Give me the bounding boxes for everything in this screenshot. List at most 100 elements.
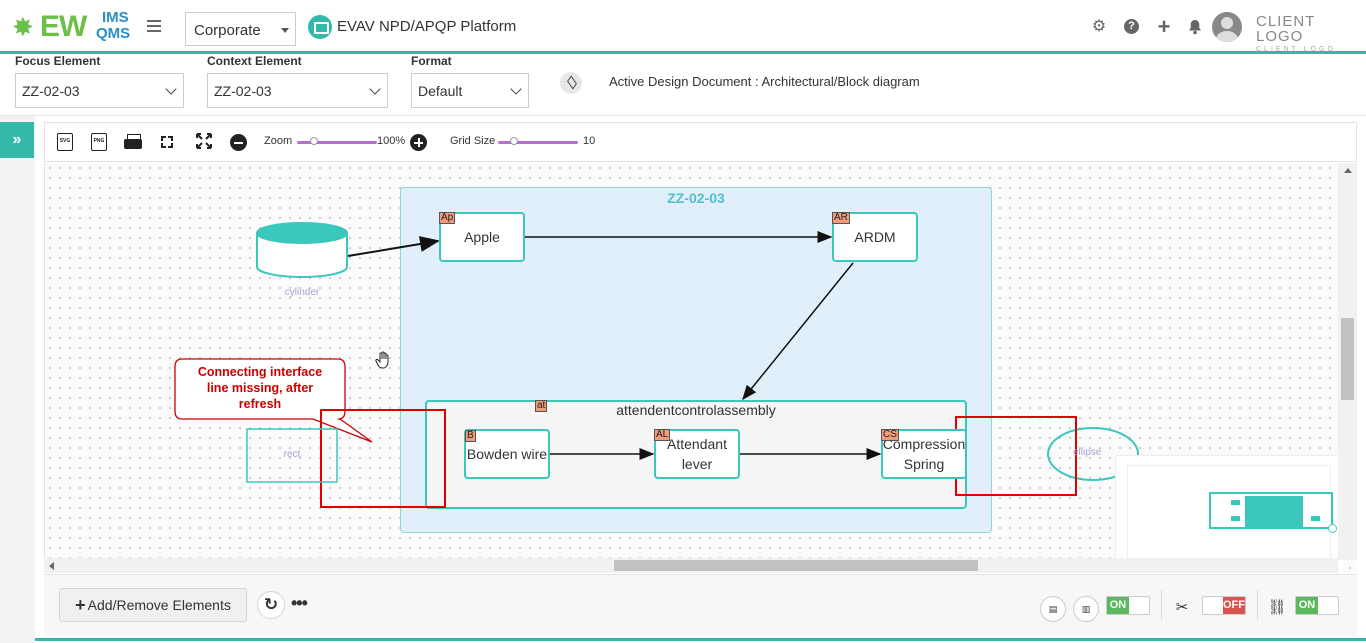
toggle-3-state: ON xyxy=(1296,597,1318,614)
grid-size-slider-handle[interactable] xyxy=(510,137,518,145)
diagram-toolbar: SVG PNG Zoom 100% Grid Size 10 xyxy=(44,122,1357,162)
horizontal-scroll-thumb[interactable] xyxy=(614,560,978,571)
horizontal-scrollbar[interactable] xyxy=(44,558,1338,573)
zoom-value: 100% xyxy=(377,135,406,147)
rect-shape[interactable] xyxy=(246,428,338,483)
minimap-resize-handle[interactable] xyxy=(1328,524,1337,533)
hand-cursor-icon xyxy=(375,351,391,369)
format-select[interactable]: Default xyxy=(411,73,529,108)
ellipse-label: ellipse xyxy=(1073,447,1102,458)
tools-icon[interactable]: ✂ xyxy=(1175,599,1189,616)
zoom-out-icon[interactable] xyxy=(230,134,247,151)
active-design-document: Active Design Document : Architectural/B… xyxy=(609,74,920,89)
scroll-up-icon[interactable] xyxy=(1344,168,1352,173)
logo-flower-icon: ✸ xyxy=(12,12,34,42)
logo-qms: QMS xyxy=(96,25,131,42)
node-spring-label-1: Compression xyxy=(882,436,966,452)
minimap-viewport[interactable] xyxy=(1209,492,1333,529)
vertical-scrollbar[interactable] xyxy=(1338,163,1357,560)
node-lever-badge: AL xyxy=(654,429,671,441)
node-bowden-wire[interactable]: Bowden wire xyxy=(464,429,550,479)
export-svg-text: SVG xyxy=(59,138,71,144)
help-icon[interactable]: ? xyxy=(1124,19,1139,34)
callout-text: Connecting interface line missing, after… xyxy=(176,364,344,412)
document-import-icon[interactable]: ▥ xyxy=(1073,596,1099,622)
minimap-content xyxy=(1245,496,1303,528)
minimap[interactable] xyxy=(1115,455,1343,572)
toggle-switch-2[interactable]: OFF xyxy=(1202,596,1246,615)
fit-frame-icon[interactable] xyxy=(159,134,175,150)
format-label: Format xyxy=(411,54,452,68)
annotation-box-right xyxy=(955,416,1077,496)
minimap-mark xyxy=(1311,516,1320,521)
zoom-label: Zoom xyxy=(264,135,293,147)
client-logo: CLIENT LOGO CLIENT LOGO xyxy=(1256,14,1366,53)
export-png-icon[interactable]: PNG xyxy=(91,133,107,151)
context-element-select[interactable]: ZZ-02-03 xyxy=(207,73,388,108)
expand-panel-button[interactable]: » xyxy=(0,122,34,158)
add-remove-elements-button[interactable]: +Add/Remove Elements xyxy=(59,588,247,622)
client-logo-subtext: CLIENT LOGO xyxy=(1256,46,1336,53)
callout-bubble xyxy=(174,358,373,443)
ellipse-shape[interactable] xyxy=(1047,427,1139,481)
zoom-slider-track[interactable] xyxy=(297,141,377,144)
print-icon[interactable] xyxy=(124,134,142,150)
zoom-in-icon[interactable] xyxy=(410,134,427,151)
scroll-left-icon[interactable] xyxy=(49,562,54,570)
bottom-action-bar: +Add/Remove Elements ↻ ••• ▤ ▥ ON ✂ OFF … xyxy=(44,574,1357,636)
organization-select[interactable]: Corporate xyxy=(185,12,296,46)
grid-size-slider-track[interactable] xyxy=(498,141,578,144)
export-svg-icon[interactable]: SVG xyxy=(57,133,73,151)
node-ardm[interactable]: ARDM xyxy=(832,212,918,262)
app-header: ✸ EW IMS QMS Corporate EVAV NPD/APQP Pla… xyxy=(0,0,1366,54)
toggle-2-state: OFF xyxy=(1223,597,1245,614)
focus-element-select[interactable]: ZZ-02-03 xyxy=(15,73,184,108)
focus-element-label: Focus Element xyxy=(15,54,101,68)
layers-icon[interactable] xyxy=(560,72,582,94)
node-ardm-badge: AR xyxy=(832,212,850,224)
cylinder-label: cylinder xyxy=(284,287,320,298)
filter-bar: Focus Element ZZ-02-03 Context Element Z… xyxy=(0,54,1366,116)
node-spring-badge: CS xyxy=(881,429,899,441)
vertical-scroll-thumb[interactable] xyxy=(1341,318,1354,400)
node-apple[interactable]: Apple xyxy=(439,212,525,262)
zoom-slider-handle[interactable] xyxy=(310,137,318,145)
platform-title: EVAV NPD/APQP Platform xyxy=(337,18,517,35)
divider xyxy=(1161,590,1162,620)
toggle-switch-1[interactable]: ON xyxy=(1106,596,1150,615)
grid-size-value: 10 xyxy=(583,135,596,147)
expand-arrows-icon[interactable] xyxy=(195,132,213,150)
chevron-down-icon xyxy=(369,83,381,95)
minimap-mark xyxy=(1231,500,1240,505)
organization-select-value: Corporate xyxy=(194,22,261,39)
document-export-icon[interactable]: ▤ xyxy=(1040,596,1066,622)
refresh-icon[interactable]: ↻ xyxy=(257,591,285,619)
assembly-badge: at xyxy=(535,400,548,412)
user-avatar[interactable] xyxy=(1212,12,1242,42)
toggle-switch-3[interactable]: ON xyxy=(1295,596,1339,615)
assembly-title: attendentcontrolassembly xyxy=(616,402,776,418)
gear-icon[interactable]: ⚙ xyxy=(1091,18,1107,35)
grid-size-label: Grid Size xyxy=(450,135,496,147)
plus-icon[interactable]: + xyxy=(1157,14,1171,39)
callout-line-2: line missing, after xyxy=(206,381,314,395)
divider xyxy=(1257,590,1258,620)
format-value: Default xyxy=(418,83,463,99)
node-ardm-label: ARDM xyxy=(854,229,896,245)
monitor-icon xyxy=(308,15,332,39)
app-logo[interactable]: ✸ EW IMS QMS xyxy=(10,8,130,46)
hamburger-menu-icon[interactable] xyxy=(147,20,161,32)
left-rail xyxy=(0,116,35,643)
node-apple-label: Apple xyxy=(464,229,500,245)
client-logo-text: CLIENT LOGO xyxy=(1256,13,1316,45)
unlink-icon[interactable]: ⛓ xyxy=(1267,599,1287,616)
cylinder-shape[interactable] xyxy=(256,222,348,278)
bell-icon[interactable] xyxy=(1187,19,1203,35)
context-element-label: Context Element xyxy=(207,54,302,68)
callout-line-3: refresh xyxy=(238,397,282,411)
node-bowden-label: Bowden wire xyxy=(466,446,548,462)
more-options-icon[interactable]: ••• xyxy=(291,593,308,613)
callout-line-1: Connecting interface xyxy=(197,365,323,379)
toggle-1-state: ON xyxy=(1107,597,1129,614)
minimap-mark xyxy=(1231,516,1240,521)
